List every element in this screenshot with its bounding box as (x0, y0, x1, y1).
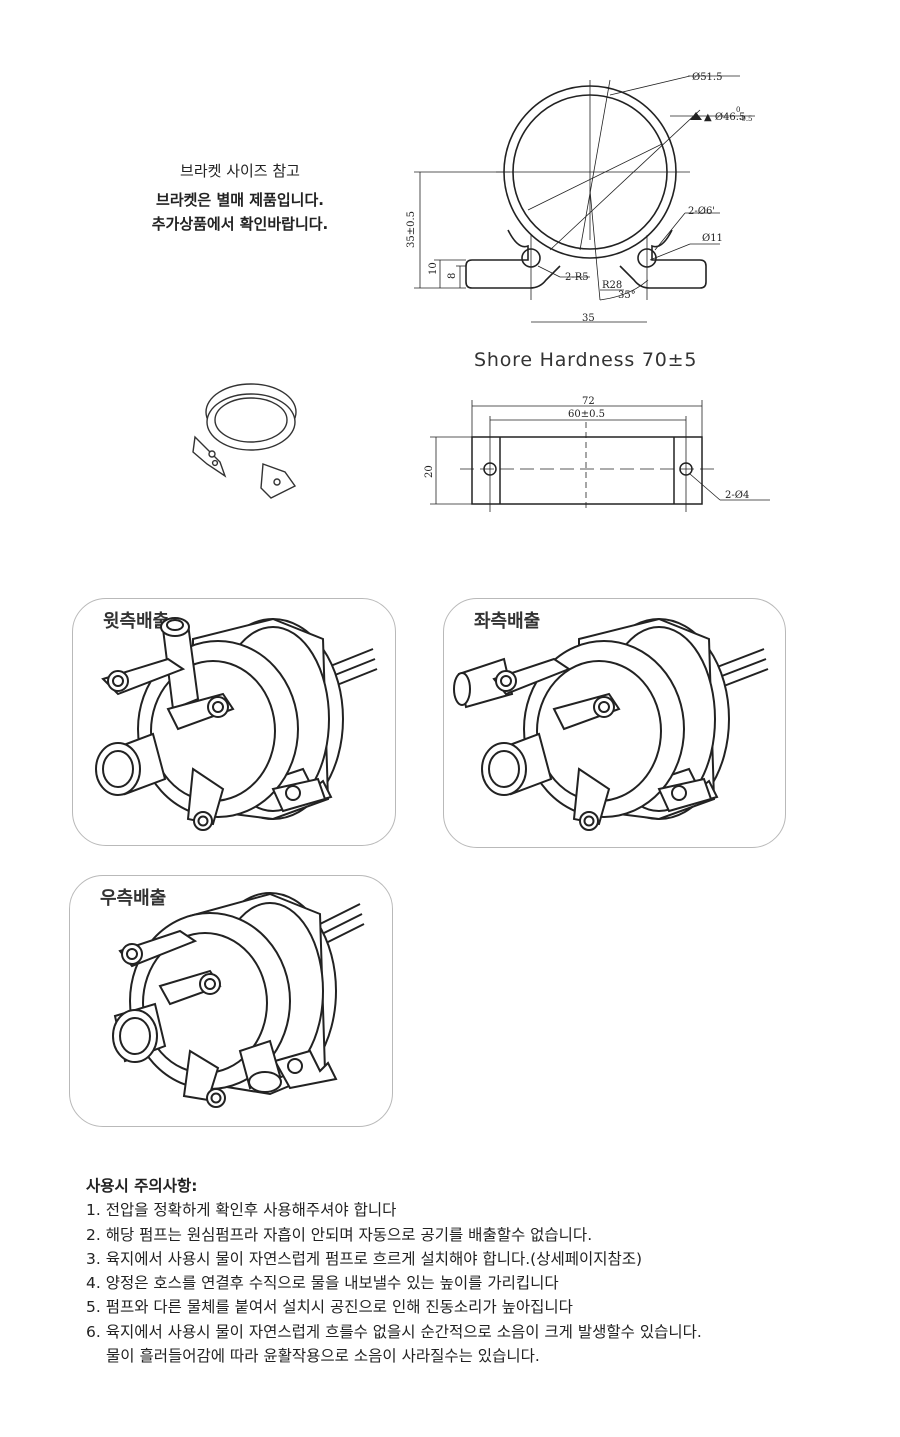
pump-top-outlet-illustration (95, 617, 378, 831)
card-top-outlet: 윗측배출 (72, 598, 396, 846)
dim-side-holes: 2-Ø4 (725, 490, 749, 501)
note-item: 4. 양정은 호스를 연결후 수직으로 물을 내보낼수 있는 높이를 가리킵니다 (86, 1274, 559, 1293)
bracket-info: 브라켓 사이즈 참고 브라켓은 별매 제품입니다. 추가상품에서 확인바랍니다. (120, 160, 360, 236)
dim-10: 10 (428, 262, 439, 275)
note-item: 1. 전압을 정확하게 확인후 사용해주셔야 합니다 (86, 1201, 397, 1220)
dim-hole-pitch: Ø11 (702, 233, 723, 244)
dim-r5: 2-R5 (565, 272, 589, 283)
notes-title: 사용시 주의사항: (86, 1177, 198, 1195)
pump-left-outlet-illustration (453, 617, 769, 831)
bracket-title: 브라켓 사이즈 참고 (180, 162, 300, 180)
dim-height: 35±0.5 (406, 211, 417, 248)
dim-8: 8 (447, 273, 458, 279)
bracket-isometric (192, 383, 297, 499)
dim-angle: 35° (618, 290, 636, 301)
note-item: 2. 해당 펌프는 원심펌프라 자흡이 안되며 자동으로 공기를 배출할수 없습… (86, 1225, 593, 1244)
card-label-right: 우측배출 (100, 888, 167, 909)
usage-notes: 사용시 주의사항: 1. 전압을 정확하게 확인후 사용해주셔야 합니다 2. … (86, 1174, 886, 1368)
bracket-side-drawing: 72 60±0.5 20 2-Ø4 (424, 396, 770, 512)
card-label-top: 윗측배출 (103, 611, 170, 632)
dim-tol-upper: 0 (736, 106, 740, 114)
card-left-outlet: 좌측배출 (443, 598, 786, 848)
dim-holes: 2-Ø6' (688, 206, 715, 217)
card-label-left: 좌측배출 (474, 611, 541, 632)
bracket-front-drawing: Ø51.5 ▲ Ø46.5 0 -0.5 2-Ø6' Ø11 2-R5 R28 … (406, 72, 755, 324)
dim-tol-lower: -0.5 (739, 115, 753, 123)
note-item: 3. 육지에서 사용시 물이 자연스럽게 펌프로 흐르게 설치해야 합니다.(상… (86, 1249, 643, 1268)
left-lug (465, 229, 561, 289)
card-right-outlet: 우측배출 (69, 875, 393, 1127)
dim-inner: ▲ Ø46.5 (704, 112, 745, 123)
dim-20: 20 (424, 465, 435, 478)
dim-60: 60±0.5 (568, 409, 605, 420)
note-item: 6. 육지에서 사용시 물이 자연스럽게 흐를수 없을시 순간적으로 소음이 크… (86, 1322, 702, 1341)
note-item: 5. 펌프와 다른 물체를 붙여서 설치시 공진으로 인해 진동소리가 높아집니… (86, 1298, 573, 1317)
dim-width: 35 (582, 313, 595, 324)
pump-right-outlet-illustration (112, 892, 365, 1108)
bracket-note-1: 브라켓은 별매 제품입니다. (156, 191, 324, 210)
note-continuation: 물이 흘러들어감에 따라 윤활작용으로 소음이 사라질수는 있습니다. (106, 1347, 540, 1366)
shore-hardness: Shore Hardness 70±5 (474, 349, 698, 371)
dim-r28: R28 (602, 280, 622, 291)
dim-72: 72 (582, 396, 595, 407)
bracket-note-2: 추가상품에서 확인바랍니다. (151, 214, 329, 233)
dim-outer: Ø51.5 (692, 72, 722, 83)
